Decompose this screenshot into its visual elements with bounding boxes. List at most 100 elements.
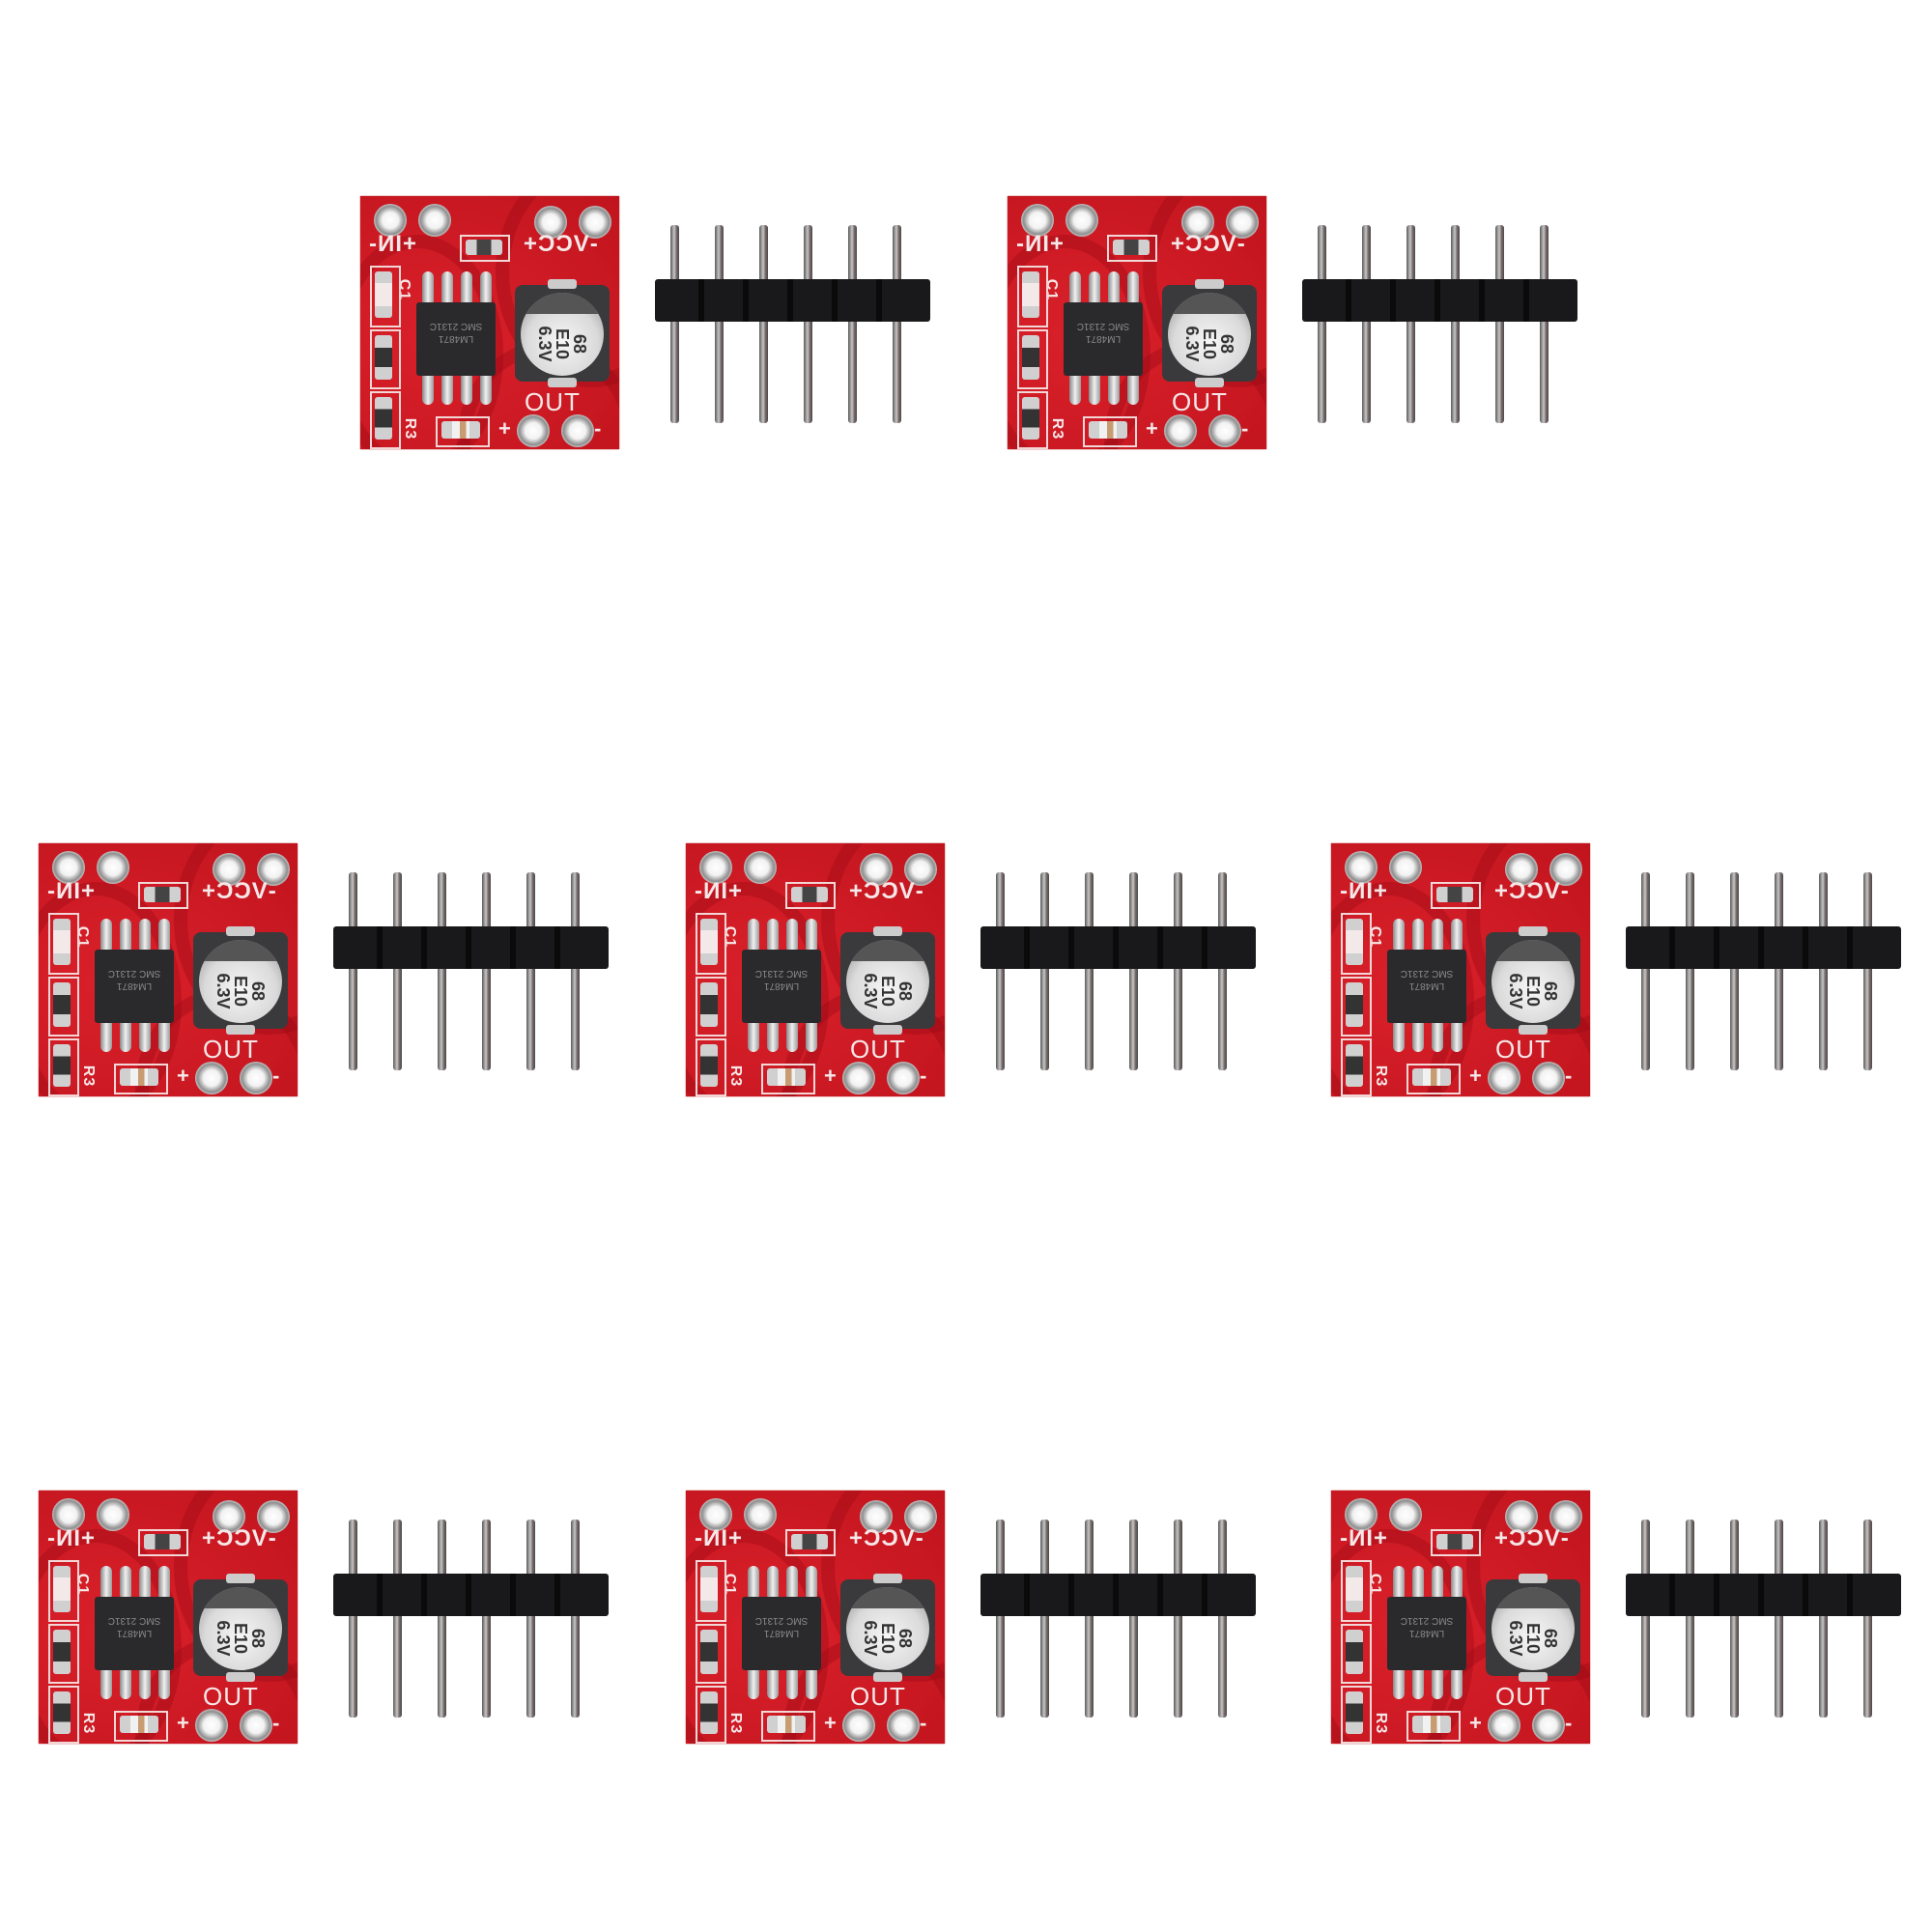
vcc-minus-pad	[860, 1500, 893, 1533]
input-label: +IN-	[694, 878, 743, 904]
vcc-label: -VCC+	[1170, 231, 1245, 257]
chip-pin	[1127, 271, 1139, 306]
header-pin	[349, 1520, 357, 1718]
header-housing	[333, 1574, 609, 1616]
housing-divider	[1157, 1574, 1163, 1616]
pin-header-6pin	[980, 872, 1256, 1075]
chip-marking: LM4871 SMC 2131C	[1076, 321, 1130, 344]
r3-resistor	[120, 1716, 158, 1733]
chip-pin	[461, 370, 472, 405]
capacitor-tab	[873, 1672, 902, 1682]
out-minus-pad	[240, 1709, 272, 1742]
chip-pin	[1451, 1664, 1463, 1699]
header-pin	[1129, 1520, 1138, 1718]
resistor	[1346, 1044, 1363, 1087]
smd-capacitor	[1436, 887, 1473, 902]
chip-pin	[748, 1017, 759, 1052]
input-minus-pad	[744, 1498, 777, 1531]
chip-pin	[1432, 1017, 1443, 1052]
electrolytic-capacitor: 68 E10 6.3V	[1486, 926, 1580, 1035]
chip-marking: LM4871 SMC 2131C	[107, 1615, 161, 1638]
housing-divider	[510, 926, 516, 969]
capacitor-tab	[1519, 1672, 1548, 1682]
input-minus-pad	[418, 204, 451, 237]
chip-pin	[480, 271, 492, 306]
chip-marking: LM4871 SMC 2131C	[754, 968, 809, 991]
chip-pin	[786, 1017, 798, 1052]
silk-outline	[48, 1038, 79, 1096]
capacitor-marking: 68 E10 6.3V	[1506, 1620, 1560, 1657]
housing-divider	[466, 926, 471, 969]
chip-pin	[158, 1664, 170, 1699]
silk-outline	[1341, 1624, 1372, 1684]
silk-outline	[460, 235, 510, 262]
out-label: OUT	[203, 1035, 259, 1064]
r3-resistor	[441, 421, 480, 439]
out-minus-pad	[1532, 1062, 1565, 1094]
pcb-board: +IN- -VCC+ OUT + - C1 R3	[686, 1491, 945, 1744]
pcb-board: +IN- -VCC+ OUT + - C1 R3	[39, 843, 298, 1096]
input-plus-pad	[699, 851, 732, 884]
silk-outline	[1083, 416, 1137, 447]
chip-pin	[1432, 1664, 1443, 1699]
capacitor-tab	[873, 1025, 902, 1035]
electrolytic-capacitor: 68 E10 6.3V	[1162, 279, 1257, 387]
vcc-label: -VCC+	[523, 231, 598, 257]
resistor	[375, 397, 392, 440]
housing-divider	[698, 279, 704, 322]
lm4871-chip: LM4871 SMC 2131C	[1387, 1597, 1466, 1670]
r3-resistor	[1412, 1716, 1451, 1733]
vcc-minus-pad	[213, 1500, 245, 1533]
resistor	[1346, 1630, 1363, 1674]
housing-divider	[1714, 926, 1719, 969]
housing-divider	[1068, 926, 1074, 969]
resistor	[700, 1044, 718, 1087]
header-pin	[1495, 225, 1504, 423]
silk-outline	[1406, 1064, 1461, 1094]
silk-outline	[1431, 1529, 1481, 1556]
vcc-minus-pad	[213, 853, 245, 886]
vcc-plus-pad	[257, 1500, 290, 1533]
capacitor-tab	[1519, 1025, 1548, 1035]
header-pin	[1174, 872, 1182, 1070]
capacitor-marking: 68 E10 6.3V	[1506, 973, 1560, 1009]
input-label: +IN-	[368, 231, 417, 257]
chip-pin	[120, 1566, 131, 1601]
out-label: OUT	[850, 1682, 906, 1711]
header-pin	[1218, 872, 1227, 1070]
r3-label: R3	[80, 1712, 98, 1735]
vcc-label: -VCC+	[201, 1525, 276, 1551]
input-plus-pad	[52, 851, 85, 884]
pin-header-6pin	[1626, 1520, 1901, 1722]
chip-marking: LM4871 SMC 2131C	[429, 321, 483, 344]
chip-pin	[748, 1664, 759, 1699]
housing-divider	[466, 1574, 471, 1616]
chip-pin	[100, 1664, 112, 1699]
housing-divider	[421, 1574, 427, 1616]
capacitor-can: 68 E10 6.3V	[199, 1587, 282, 1670]
header-pin	[1775, 872, 1783, 1070]
header-pin	[1863, 872, 1872, 1070]
capacitor-marking: 68 E10 6.3V	[535, 326, 589, 362]
header-pin	[996, 872, 1005, 1070]
housing-divider	[876, 279, 882, 322]
resistor	[700, 982, 718, 1027]
header-housing	[980, 1574, 1256, 1616]
out-minus-pad	[240, 1062, 272, 1094]
header-pin	[1040, 1520, 1049, 1718]
input-label: +IN-	[46, 1525, 96, 1551]
smd-capacitor	[466, 240, 502, 255]
header-pin	[1085, 1520, 1094, 1718]
out-plus-label: +	[498, 416, 512, 440]
silk-outline	[696, 1560, 726, 1622]
out-plus-pad	[195, 1709, 228, 1742]
chip-pin	[158, 1566, 170, 1601]
out-plus-label: +	[824, 1064, 838, 1088]
pcb-board: +IN- -VCC+ OUT + - C1 R3	[1008, 196, 1266, 449]
pin-header-6pin	[980, 1520, 1256, 1722]
out-plus-label: +	[824, 1711, 838, 1735]
vcc-plus-pad	[904, 853, 937, 886]
chip-pin	[767, 1566, 779, 1601]
chip-pin	[767, 1664, 779, 1699]
electrolytic-capacitor: 68 E10 6.3V	[193, 1574, 288, 1682]
